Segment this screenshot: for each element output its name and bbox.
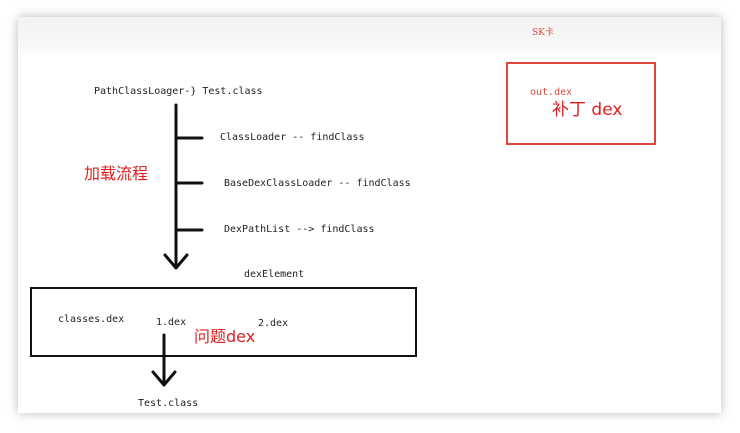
load-flow-label: 加载流程 <box>84 164 149 183</box>
dex-item-1: 1.dex <box>156 317 187 328</box>
dex-item-2: 2.dex <box>258 318 289 329</box>
screenshot-frame: SK卡 out.dex 补丁 dex PathClassLoager-} Tes… <box>18 17 721 413</box>
dex-elements-box: classes.dex 1.dex 2.dex 问题dex <box>30 287 417 357</box>
patch-file-name: out.dex <box>530 87 573 98</box>
sdcard-box: out.dex 补丁 dex <box>506 62 656 145</box>
main-flow-arrowhead <box>163 253 189 270</box>
step-dexpathlist: DexPathList --> findClass <box>224 224 375 235</box>
sdcard-title: SK卡 <box>532 28 554 38</box>
problem-dex-label: 问题dex <box>194 327 256 346</box>
patch-dex-label: 补丁 dex <box>552 100 623 120</box>
result-flow-arrowhead <box>151 370 177 387</box>
top-band <box>18 17 721 53</box>
dex-elements-title: dexElement <box>244 269 305 280</box>
result-class-label: Test.class <box>138 398 199 409</box>
flow-diagram <box>151 103 204 387</box>
step-basedexclassloader: BaseDexClassLoader -- findClass <box>224 178 411 189</box>
dex-item-classes: classes.dex <box>58 314 125 325</box>
step-classloader: ClassLoader -- findClass <box>220 132 365 143</box>
flow-start-label: PathClassLoager-} Test.class <box>94 86 263 97</box>
